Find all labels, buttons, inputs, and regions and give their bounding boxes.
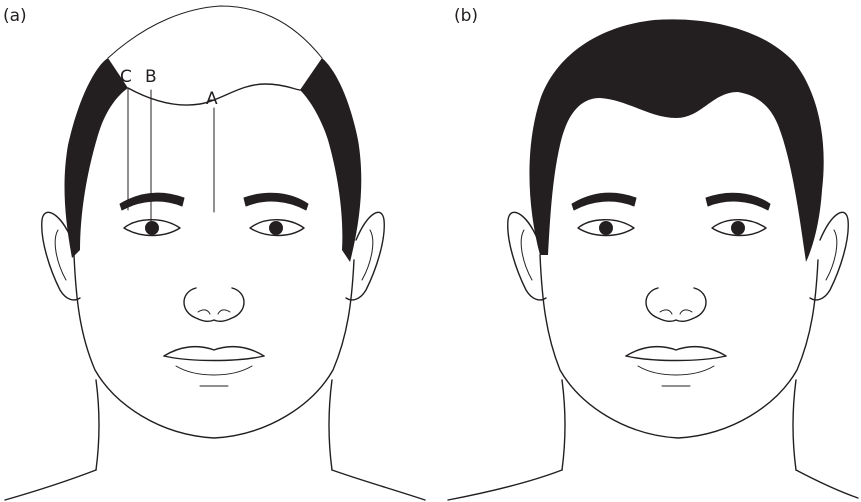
panel-a-eyebrow-left bbox=[120, 193, 184, 210]
panel-b-pupil-left bbox=[599, 221, 613, 235]
panel-a-pupil-left bbox=[145, 221, 159, 235]
panel-a-scalp-outline bbox=[108, 6, 322, 58]
panel-b-neck-right bbox=[793, 380, 796, 470]
panel-b-mouth-line bbox=[626, 356, 726, 361]
panel-b-nose bbox=[646, 288, 706, 321]
panel-a-shoulder-right bbox=[332, 470, 425, 500]
panel-a-lower-lip bbox=[176, 366, 252, 375]
panel-a-upper-lip bbox=[164, 347, 264, 356]
panel-a-mouth-line bbox=[164, 356, 264, 361]
panel-b-eyebrow-right bbox=[706, 193, 770, 210]
panel-b-face-outline bbox=[540, 255, 818, 438]
panel-a-ear-right-inner bbox=[362, 230, 373, 280]
panel-a-nostrils bbox=[198, 310, 230, 314]
panel-a-label: (a) bbox=[3, 6, 27, 26]
marker-a: A bbox=[206, 89, 218, 109]
panel-a-ear-left-inner bbox=[55, 230, 66, 280]
panel-a-pupil-right bbox=[269, 221, 283, 235]
panel-a-face-outline bbox=[74, 255, 354, 438]
panel-b-lower-lip bbox=[638, 366, 714, 375]
panel-a-nose bbox=[184, 288, 244, 321]
panel-a-hair-left bbox=[65, 58, 128, 258]
panel-b-ear-left-inner bbox=[521, 230, 532, 280]
panel-b-hair bbox=[529, 19, 823, 262]
marker-b: B bbox=[145, 67, 157, 87]
marker-c: C bbox=[120, 67, 132, 87]
panel-b-shoulder-left bbox=[448, 470, 562, 500]
panel-a-hair-right bbox=[300, 58, 361, 262]
panel-b-upper-lip bbox=[626, 347, 726, 356]
panel-a-neck-left bbox=[96, 380, 99, 470]
panel-a-eyebrow-right bbox=[244, 193, 308, 210]
panel-b-nostrils bbox=[660, 310, 692, 314]
panel-b-eyebrow-left bbox=[572, 193, 636, 210]
panel-a-neck-right bbox=[329, 380, 332, 470]
panel-a: (a) C B A bbox=[3, 6, 425, 500]
panel-b-label: (b) bbox=[454, 6, 478, 26]
panel-b-neck-left bbox=[562, 380, 565, 470]
panel-b-pupil-right bbox=[731, 221, 745, 235]
panel-b-shoulder-right bbox=[796, 470, 858, 498]
panel-a-shoulder-left bbox=[5, 470, 96, 500]
panel-b-ear-right-inner bbox=[826, 230, 837, 280]
panel-b: (b) bbox=[448, 6, 858, 500]
